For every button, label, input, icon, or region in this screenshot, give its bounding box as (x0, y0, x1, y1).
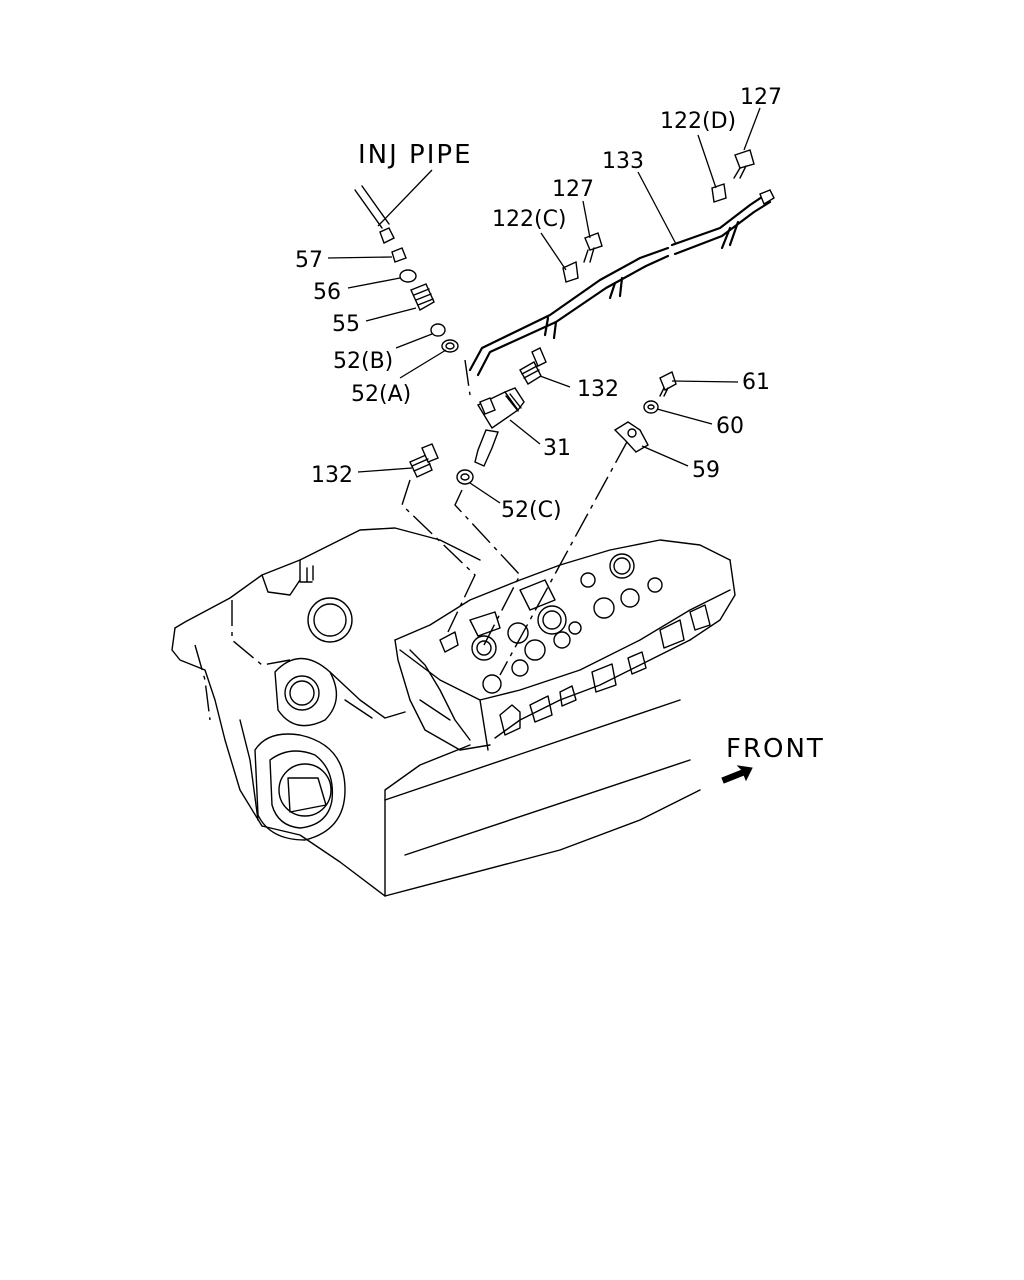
parts (391, 149, 755, 784)
part-labels: INJ PIPE FRONT 127 122(D) 133 127 122(C)… (295, 85, 825, 764)
engine-block (171, 527, 736, 897)
assembly-lines (401, 359, 629, 676)
label-31: 31 (543, 436, 571, 461)
label-133: 133 (602, 149, 644, 174)
label-55: 55 (332, 312, 360, 337)
label-127-mid: 127 (552, 177, 594, 202)
label-52c: 52(C) (501, 498, 562, 523)
fuel-return-pipe (468, 189, 775, 377)
front-label: FRONT (726, 734, 825, 764)
injection-pipe (354, 185, 395, 244)
inj-pipe-label: INJ PIPE (358, 140, 473, 170)
label-59: 59 (692, 458, 720, 483)
label-52a: 52(A) (351, 382, 411, 407)
label-122d: 122(D) (660, 109, 736, 134)
label-132-right: 132 (577, 377, 619, 402)
label-127-top: 127 (740, 85, 782, 110)
label-56: 56 (313, 280, 341, 305)
label-52b: 52(B) (333, 349, 393, 374)
label-61: 61 (742, 370, 770, 395)
label-132-left: 132 (311, 463, 353, 488)
label-60: 60 (716, 414, 744, 439)
label-122c: 122(C) (492, 207, 567, 232)
leader-lines (327, 107, 761, 504)
label-57: 57 (295, 248, 323, 273)
